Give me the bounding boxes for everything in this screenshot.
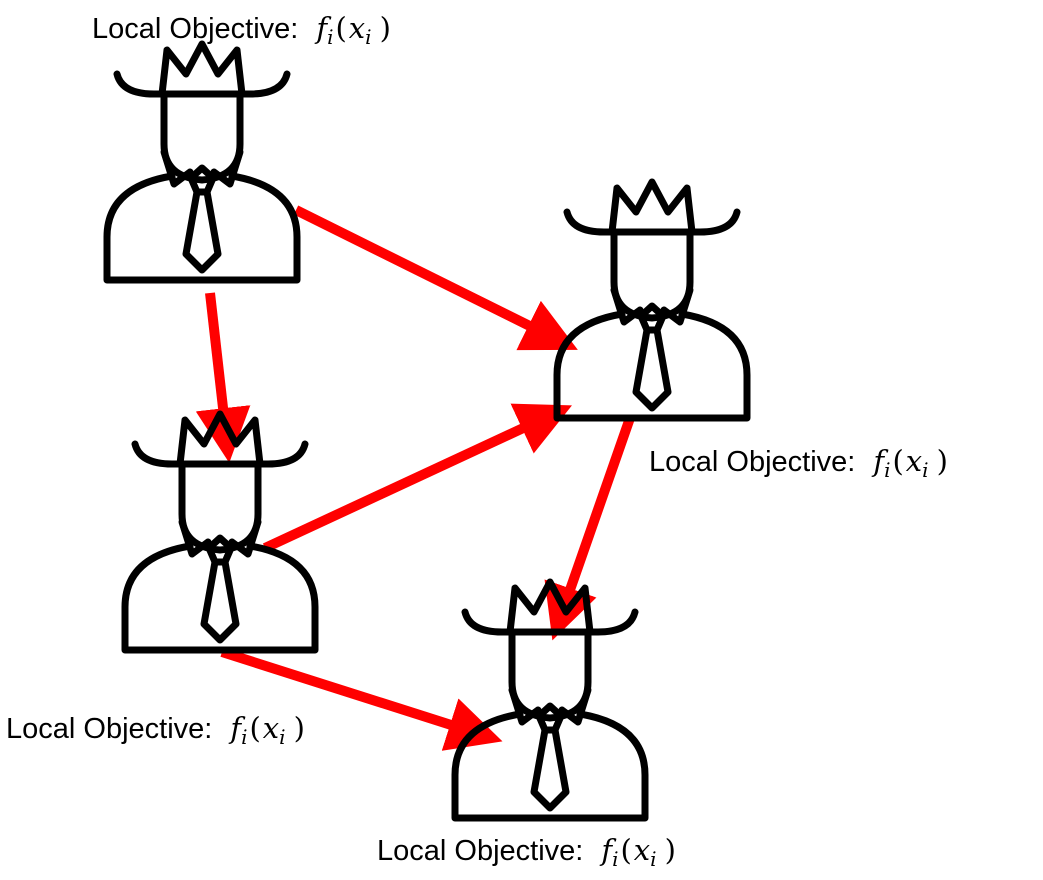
agent-right-label: Local Objective:fi(xi) <box>649 444 948 482</box>
agent-bottom-label: Local Objective:fi(xi) <box>377 833 676 871</box>
agent-bottom-icon <box>455 582 645 818</box>
agent-right-icon <box>557 182 747 418</box>
agent-top-left-label: Local Objective:fi(xi) <box>92 11 391 49</box>
agent-middle-left-label: Local Objective:fi(xi) <box>6 711 305 749</box>
edge-layer <box>195 205 635 751</box>
arrow-middle-left-to-bottom <box>220 647 503 751</box>
arrow-top-left-to-right <box>293 205 578 351</box>
arrow-middle-left-to-right <box>262 403 572 553</box>
agent-middle-left-icon <box>125 414 315 650</box>
arrow-right-to-bottom <box>544 416 635 641</box>
agent-top-left-icon <box>107 44 297 280</box>
